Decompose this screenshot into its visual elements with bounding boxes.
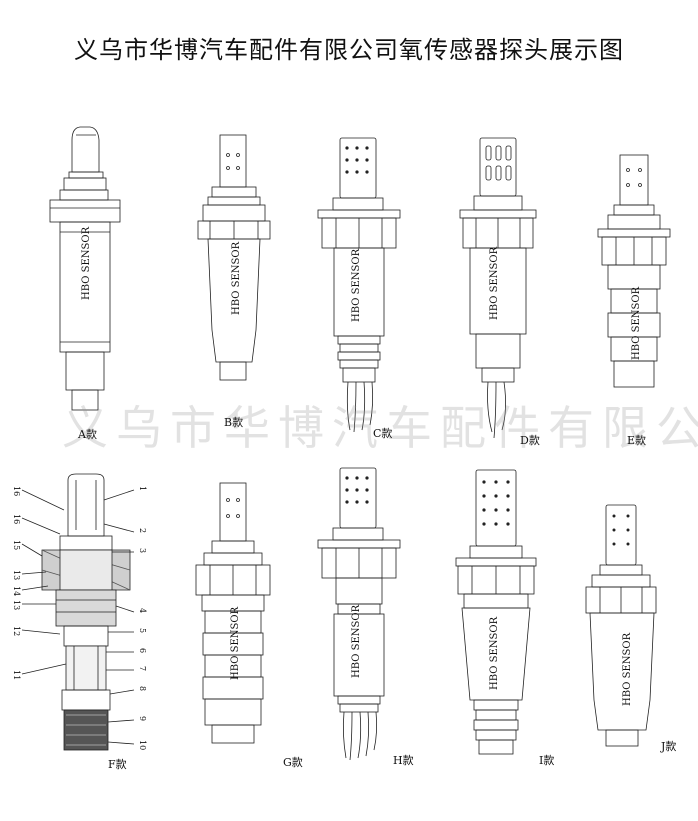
sensor-h-brand: HBO SENSOR [351, 604, 362, 678]
sensor-h-drawing: HBO SENSOR [317, 467, 401, 761]
sensor-c-brand: HBO SENSOR [351, 248, 362, 322]
label-j: J款 [661, 740, 677, 753]
callout-right-2: 2 [138, 528, 147, 533]
callout-left-1: 16 [12, 486, 21, 496]
sensor-i-brand: HBO SENSOR [489, 616, 500, 690]
sensor-b-drawing: HBO SENSOR [197, 134, 271, 381]
sensor-d-brand: HBO SENSOR [489, 246, 500, 320]
callout-left-8: 11 [12, 670, 21, 680]
watermark: 义乌市华博汽车配件有限公司 [62, 401, 698, 455]
sensor-j-drawing: HBO SENSOR [585, 504, 657, 747]
sensor-a-brand: HBO SENSOR [81, 226, 92, 300]
sensor-c-drawing: HBO SENSOR [317, 137, 401, 433]
label-i: I款 [539, 754, 555, 767]
sensor-e-brand: HBO SENSOR [631, 286, 642, 360]
sensor-j-brand: HBO SENSOR [622, 632, 633, 706]
label-d: D款 [520, 434, 540, 447]
callout-right-9: 9 [138, 716, 147, 721]
callout-left-4: 13 [12, 570, 21, 580]
callout-right-7: 7 [138, 666, 147, 671]
sensor-b-brand: HBO SENSOR [231, 241, 242, 315]
callout-left-3: 15 [12, 540, 21, 550]
callout-left-2: 16 [12, 514, 21, 524]
page-title: 义乌市华博汽车配件有限公司氧传感器探头展示图 [74, 36, 624, 64]
callout-right-5: 5 [138, 628, 147, 633]
sensor-f-drawing: 16 16 15 13 14 13 12 11 1 2 3 4 5 6 7 8 … [12, 473, 147, 751]
label-a: A款 [78, 428, 97, 441]
sensor-a-drawing: HBO SENSOR [49, 126, 121, 411]
callout-right-10: 10 [138, 740, 147, 750]
label-g: G款 [283, 756, 303, 769]
sensor-g-brand: HBO SENSOR [230, 606, 241, 680]
sensor-g-drawing: HBO SENSOR [195, 482, 271, 744]
label-b: B款 [224, 416, 244, 429]
callout-right-1: 1 [138, 486, 147, 491]
callout-right-4: 4 [138, 608, 147, 613]
callout-left-7: 12 [12, 626, 21, 636]
sensor-e-drawing: HBO SENSOR [597, 154, 671, 388]
callout-left-5: 14 [12, 586, 21, 596]
label-c: C款 [373, 427, 393, 440]
callout-right-6: 6 [138, 648, 147, 653]
callout-right-8: 8 [138, 686, 147, 691]
label-f: F款 [108, 758, 127, 771]
sensor-d-drawing: HBO SENSOR [459, 137, 537, 439]
callout-left-6: 13 [12, 600, 21, 610]
callout-right-3: 3 [138, 548, 147, 553]
label-e: E款 [627, 434, 647, 447]
label-h: H款 [393, 754, 414, 767]
sensor-i-drawing: HBO SENSOR [455, 469, 537, 755]
